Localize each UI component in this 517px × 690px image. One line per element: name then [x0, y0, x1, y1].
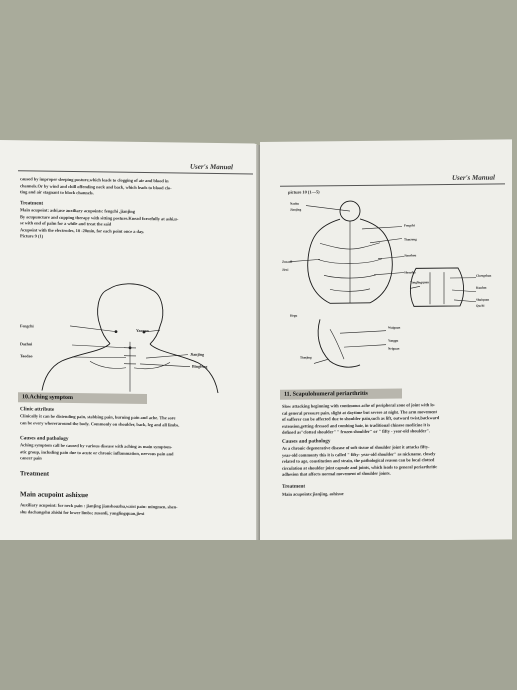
label-shuiquan: Shuiquan: [476, 297, 490, 302]
label-tianzong: Tianzong: [404, 237, 417, 242]
right-header-rule: [280, 183, 505, 187]
label-yaoyan: Yaoyan: [136, 327, 149, 334]
left-treatment-label: Treatment: [20, 200, 44, 207]
label-shenshu: Shenshu: [404, 270, 416, 275]
auxiliary-acupoint-text: Auxiliary acupoint: for neck pain : jian…: [20, 502, 254, 518]
label-quchi: Quchi: [476, 303, 485, 308]
label-jianshou: Jianshou: [404, 253, 417, 258]
left-page-header: User's Manual: [190, 162, 233, 172]
main-acupoint-heading: Main acupoint ashixue: [20, 490, 89, 500]
label-chengshan: Chengshan: [476, 273, 492, 278]
right-causes-label: Causes and pathology: [282, 438, 331, 445]
tablecloth-bottom: [0, 540, 517, 690]
treatment-heading: Treatment: [20, 470, 49, 478]
right-causes-text: As a chronic degenerative disease of sof…: [282, 443, 508, 478]
right-main-acupoints: Main acupoints:jianjing, ashixue: [282, 491, 344, 497]
label-zusanli: Zusanli: [282, 259, 293, 264]
label-fengchi: Fengchi: [20, 323, 34, 329]
label-jianjing: Jianjing: [290, 207, 302, 212]
label-neiguan: Neiguan: [388, 346, 400, 351]
section-scapulohumeral: 11. Scapulohumeral periarthritis: [280, 388, 402, 400]
section-aching-symptom: 10.Aching symptom: [18, 392, 147, 405]
left-intro-text: caused by improper sleeping posture,whic…: [20, 176, 252, 199]
label-waiguan: Waiguan: [388, 325, 401, 330]
label-yanglingquan: Yanglingquan: [410, 280, 429, 285]
text-line: adhesion that affects normal movement of…: [282, 471, 391, 478]
scapulohumeral-acupoint-figure: [290, 200, 477, 368]
label-jianjing: Jianjing: [190, 351, 205, 357]
label-taodao: Taodao: [20, 353, 33, 359]
neck-acupoint-figure: [41, 283, 219, 394]
label-kunlun: Kunlun: [476, 285, 487, 290]
label-hegu: Hegu: [290, 313, 298, 318]
causes-label: Causes and pathology: [20, 435, 69, 442]
label-dazhui: Dazhui: [20, 341, 33, 347]
scapulohumeral-intro-text: Slow attacking beginning with continuous…: [282, 401, 508, 436]
label-bingfeng: Bingfeng: [192, 363, 208, 369]
clinic-attribute-label: Clinic attribute: [20, 406, 55, 413]
label-naohu: Naohu: [290, 201, 300, 206]
label-jiexi: Jiexi: [282, 267, 289, 272]
right-page-header: User's Manual: [452, 173, 495, 182]
left-treatment-text: Main acupoint: ashi,use auxiliary acupoi…: [20, 207, 252, 243]
right-treatment-label: Treatment: [282, 483, 306, 490]
label-tianjing: Tianjing: [300, 355, 312, 360]
label-yanggu: Yanggu: [388, 338, 399, 343]
text-line: defined as"clotted shoulder" " frozen sh…: [282, 428, 430, 436]
right-page: User's Manual picture 10 (1—5): [260, 139, 512, 542]
clinic-attribute-text: Clinically it can be distending pain, st…: [20, 413, 254, 429]
label-fengchi: Fengchi: [404, 223, 415, 228]
picture-label: picture 10 (1—5): [288, 189, 320, 195]
causes-text: Aching symptom call be caused by various…: [20, 442, 254, 465]
left-page: User's Manual caused by improper sleepin…: [0, 140, 258, 544]
